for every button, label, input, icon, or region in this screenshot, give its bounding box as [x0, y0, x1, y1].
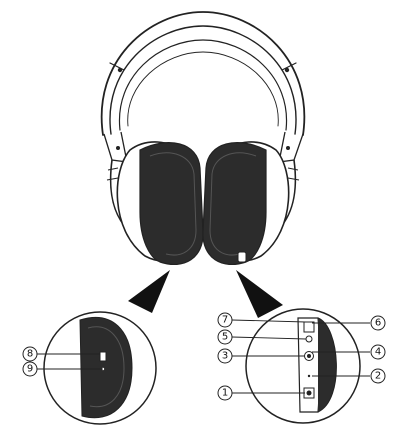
- callout-1: 1: [217, 385, 233, 401]
- svg-text:1: 1: [222, 388, 228, 399]
- left-earcup: [116, 141, 204, 266]
- callout-5: 5: [217, 329, 233, 345]
- callout-7: 7: [217, 312, 233, 328]
- left-detail-view: [43, 311, 157, 425]
- callout-9: 9: [22, 361, 38, 377]
- svg-text:3: 3: [222, 351, 228, 362]
- svg-text:7: 7: [222, 315, 228, 326]
- left-zoom-pointer: [128, 270, 170, 313]
- callout-6: 6: [370, 315, 386, 331]
- svg-text:2: 2: [375, 371, 381, 382]
- right-zoom-pointer: [236, 270, 283, 318]
- svg-text:4: 4: [375, 347, 381, 358]
- svg-text:8: 8: [27, 349, 33, 360]
- callout-4: 4: [370, 344, 386, 360]
- svg-text:6: 6: [375, 318, 381, 329]
- callout-3: 3: [217, 348, 233, 364]
- svg-text:9: 9: [27, 364, 33, 375]
- headband: [100, 11, 306, 136]
- callout-8: 8: [22, 346, 38, 362]
- callout-2: 2: [370, 368, 386, 384]
- leader-lines: [37, 319, 370, 394]
- svg-text:5: 5: [222, 332, 228, 343]
- right-earcup: [202, 141, 290, 266]
- right-detail-view: [245, 308, 361, 424]
